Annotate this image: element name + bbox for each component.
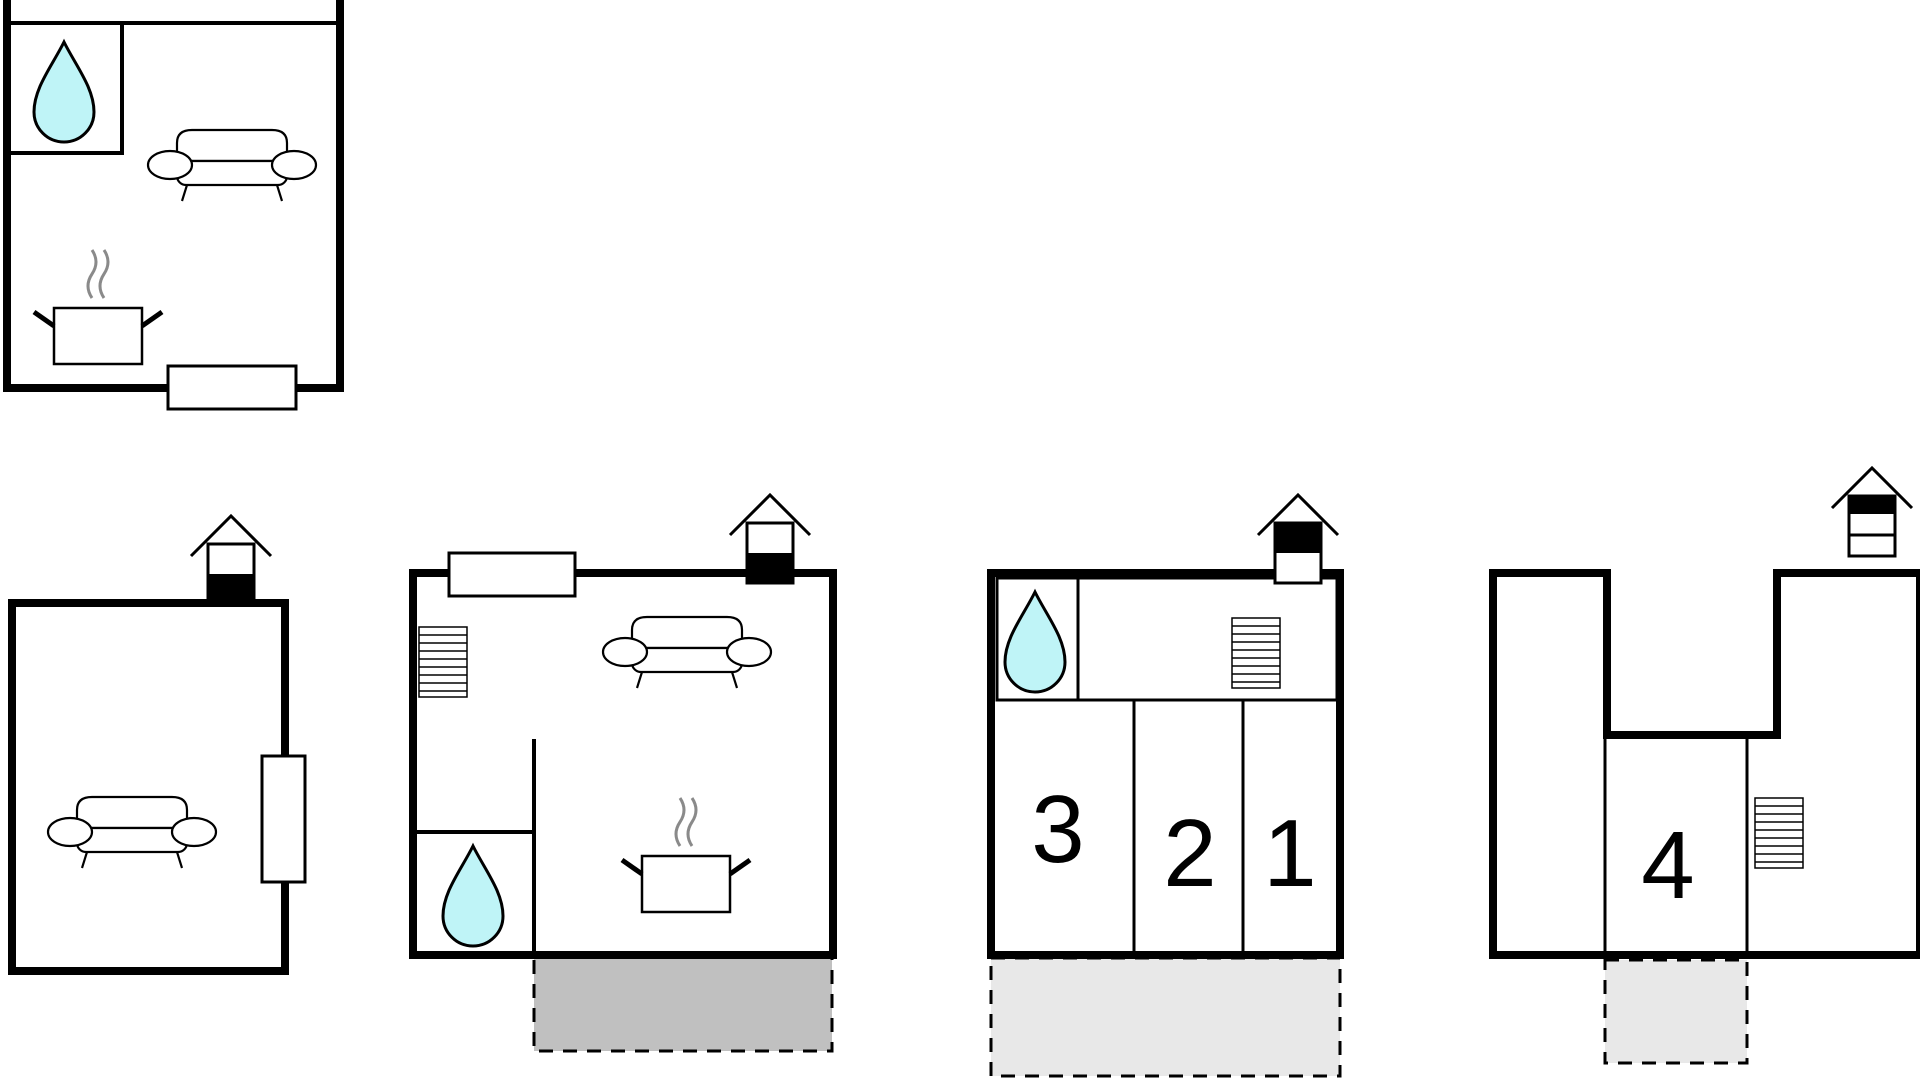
stairs-icon [1231,617,1281,689]
window-icon [166,364,298,411]
plan-top-left [3,0,344,411]
stairs-icon [418,626,468,698]
house-floor-icon [728,492,812,585]
bedroom-number-1: 1 [1263,800,1316,907]
sofa-icon [146,128,318,203]
cooking-pot-icon [34,250,162,364]
terrace [989,956,1342,1078]
plan-1 [8,513,307,975]
window-icon [447,551,577,598]
window-icon [260,754,307,884]
terrace [532,954,834,1053]
house-floor-icon [189,513,273,606]
sofa-icon [46,795,218,870]
plan-2 [409,492,837,1053]
stairs-icon [1754,797,1804,869]
bedroom-number-4: 4 [1641,812,1694,919]
house-floor-icon [1830,465,1914,558]
water-drop-icon [32,40,96,144]
bedroom-number-3: 3 [1031,776,1084,883]
bedroom-number-2: 2 [1163,800,1216,907]
house-floor-icon [1256,492,1340,585]
plan-4: 4 [1489,465,1920,1065]
terrace [1603,958,1749,1065]
plan-3: 3 2 1 [987,492,1344,1078]
